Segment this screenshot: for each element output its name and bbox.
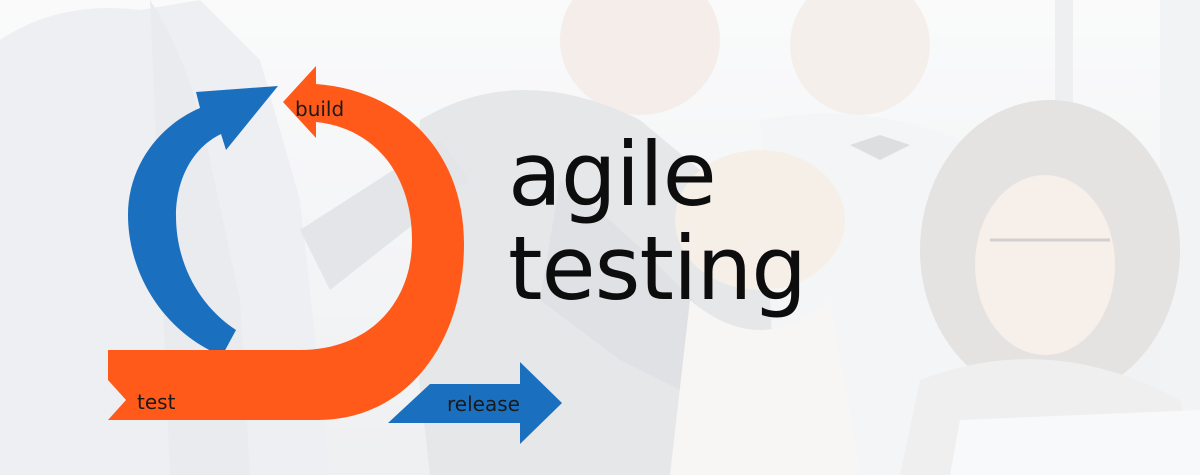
release-label: release — [447, 392, 520, 416]
orange-cycle-arrow — [108, 66, 464, 420]
release-arrow — [388, 362, 562, 444]
headline-line-agile: agile — [508, 123, 717, 226]
blue-cycle-arrow — [128, 86, 278, 356]
test-label: test — [137, 390, 176, 414]
build-label: build — [295, 97, 345, 121]
headline-line-testing: testing — [508, 217, 807, 320]
headline: agile testing — [508, 123, 807, 320]
